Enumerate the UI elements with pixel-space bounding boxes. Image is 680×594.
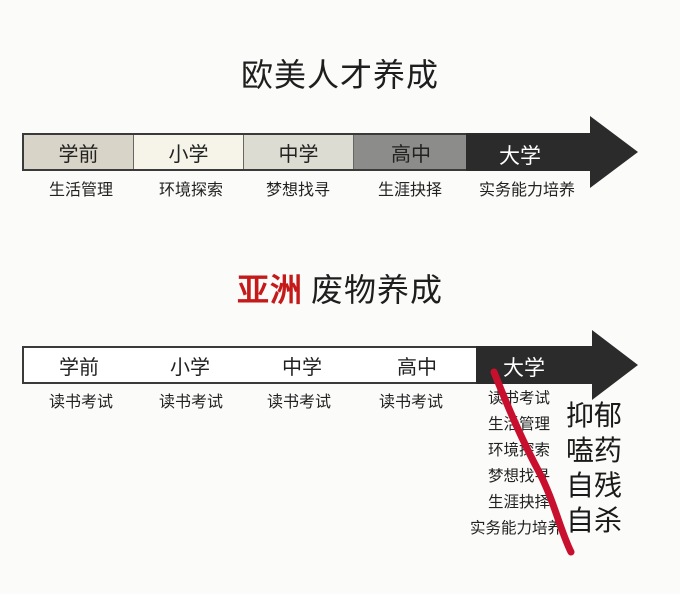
diagram2-title-black: 废物养成 xyxy=(311,271,444,309)
sublabel-environment-exploration: 环境探索 xyxy=(158,180,223,199)
side-text-self-harm: 自残 xyxy=(566,469,623,502)
stage-high: 高中 xyxy=(354,135,468,169)
stage2-middle: 中学 xyxy=(282,354,322,379)
stage-preschool: 学前 xyxy=(24,135,134,169)
diagram1-title: 欧美人才养成 xyxy=(240,56,439,94)
sublabel-practical-skills: 实务能力培养 xyxy=(478,180,575,199)
side-text-depression: 抑郁 xyxy=(566,399,623,432)
timeline-bar-2: 学前 小学 中学 高中 xyxy=(22,346,478,384)
side-annotation: 抑郁 嗑药 自残 自杀 xyxy=(566,398,622,538)
stage2-primary: 小学 xyxy=(170,354,210,379)
timeline-bar-1: 学前 小学 中学 高中 xyxy=(22,133,468,171)
sublabel2-study-exam-high: 读书考试 xyxy=(378,392,443,411)
stage-university-label-1: 大学 xyxy=(499,144,541,168)
sublabel-life-management: 生活管理 xyxy=(48,180,113,199)
stage-primary: 小学 xyxy=(134,135,244,169)
side-text-suicide: 自杀 xyxy=(566,504,623,537)
stage2-preschool: 学前 xyxy=(59,354,99,379)
stage-university-label-2: 大学 xyxy=(503,356,545,380)
side-text-drugs: 嗑药 xyxy=(566,434,623,467)
university-item-study-exam: 读书考试 xyxy=(488,389,551,407)
university-list: 读书考试 生活管理 环境探索 梦想找寻 生涯抉择 xyxy=(488,385,550,515)
university-item-dream-seeking: 梦想找寻 xyxy=(488,467,551,485)
university-item-practical-skills: 实务能力培养 xyxy=(470,519,564,537)
sublabel2-study-exam-middle: 读书考试 xyxy=(266,392,331,411)
university-item-life-management: 生活管理 xyxy=(488,415,551,433)
arrow-university-1 xyxy=(466,116,638,188)
stage-middle: 中学 xyxy=(244,135,354,169)
sublabel2-study-exam-primary: 读书考试 xyxy=(158,392,223,411)
diagram2-title: 亚洲废物养成 xyxy=(0,265,680,311)
sublabel-career-choice: 生涯抉择 xyxy=(377,180,442,199)
sublabel2-study-exam-preschool: 读书考试 xyxy=(48,392,113,411)
stage2-high: 高中 xyxy=(397,354,437,379)
university-item-environment-exploration: 环境探索 xyxy=(488,441,551,459)
sublabel-dream-seeking: 梦想找寻 xyxy=(265,180,330,199)
diagram2-title-red: 亚洲 xyxy=(236,271,303,309)
university-item-career-choice: 生涯抉择 xyxy=(488,493,551,511)
